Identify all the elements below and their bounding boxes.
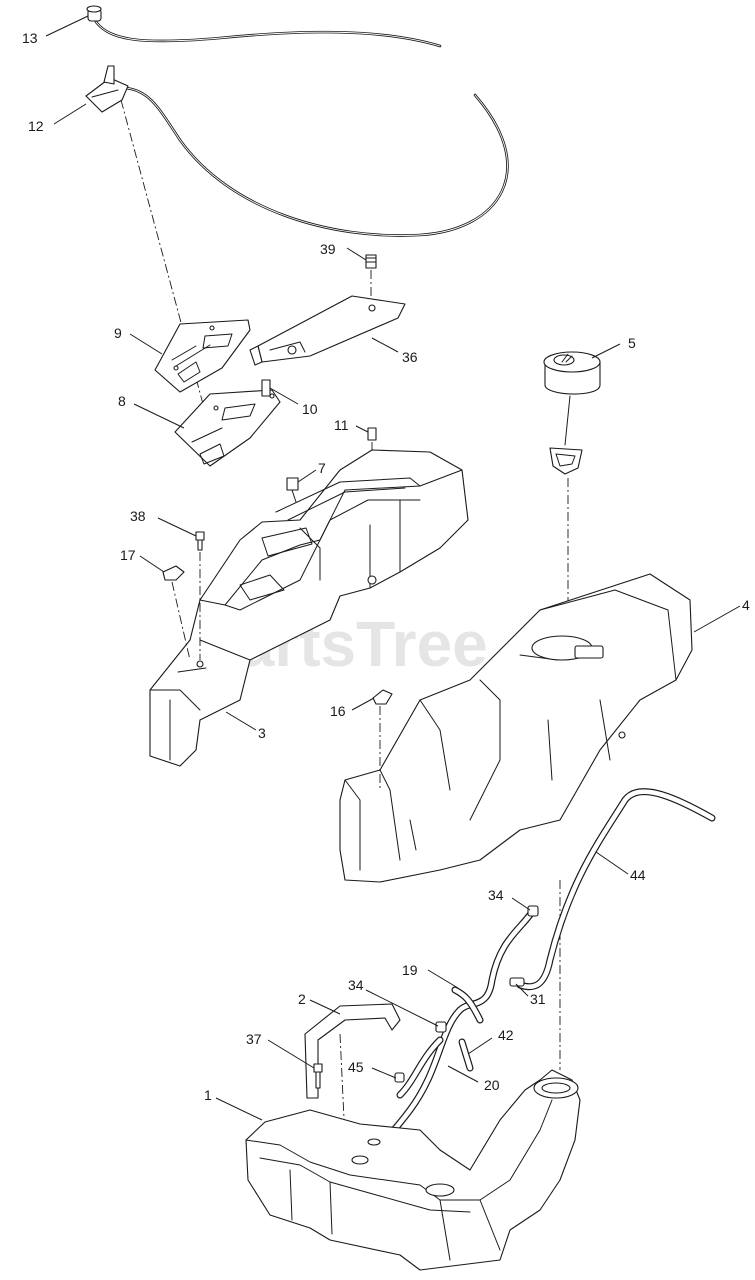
part-20-fuel-line[interactable] [396,1036,444,1099]
part-39-screw[interactable] [365,254,377,269]
part-45-clamp[interactable] [394,1072,405,1083]
part-9-upper-plate[interactable] [154,319,251,393]
part-11-screw[interactable] [367,427,377,441]
callout-39: 39 [320,241,336,257]
part-36-cover-plate[interactable] [249,295,406,366]
callout-9: 9 [114,325,122,341]
part-7-clip[interactable] [286,477,299,503]
part-1-fuel-tank[interactable] [245,1069,581,1271]
part-44-vent-hose[interactable] [516,788,716,991]
callout-34-lower: 34 [348,977,364,993]
part-4-tank-shroud[interactable] [339,573,693,883]
part-38-bolt[interactable] [195,531,205,551]
callout-34-upper: 34 [488,887,504,903]
callout-7: 7 [318,460,326,476]
callout-17: 17 [120,547,136,563]
part-3-console-housing[interactable] [149,449,469,767]
leader-lines [45,15,741,1121]
part-34-clamp-lower[interactable] [435,1021,447,1033]
part-5-fuel-cap[interactable] [543,351,601,475]
callout-31: 31 [530,991,546,1007]
callout-44: 44 [630,867,646,883]
part-8-lower-plate[interactable] [174,389,281,467]
part-42-filter[interactable] [458,1038,474,1072]
part-2-bracket[interactable] [304,1003,401,1099]
callout-38: 38 [130,508,146,524]
part-12-cable-and-bracket[interactable] [85,65,509,237]
callout-16: 16 [330,703,346,719]
callout-5: 5 [628,335,636,351]
callout-36: 36 [402,349,418,365]
callout-20: 20 [484,1077,500,1093]
callout-12: 12 [28,118,44,134]
callout-10: 10 [302,401,318,417]
callout-3: 3 [258,725,266,741]
part-19-fuel-line[interactable] [371,908,536,1154]
part-10-screw[interactable] [261,379,271,397]
callout-45: 45 [348,1059,364,1075]
callout-1: 1 [204,1087,212,1103]
callout-42: 42 [498,1027,514,1043]
callout-8: 8 [118,393,126,409]
callout-19: 19 [402,962,418,978]
part-13-cable-knob[interactable] [86,5,442,48]
assembly-line-17 [171,581,191,661]
callout-11: 11 [334,417,349,433]
callout-13: 13 [22,30,38,46]
part-17-clip[interactable] [162,565,185,581]
part-16-clip[interactable] [372,689,393,705]
part-31-connector[interactable] [509,977,525,987]
callout-37: 37 [246,1031,262,1047]
callout-4: 4 [742,597,750,613]
part-34-clamp-upper[interactable] [527,905,539,917]
callout-2: 2 [298,991,306,1007]
callout-labels: 13 12 39 9 36 5 8 10 11 7 38 17 4 16 3 4… [22,30,750,1103]
